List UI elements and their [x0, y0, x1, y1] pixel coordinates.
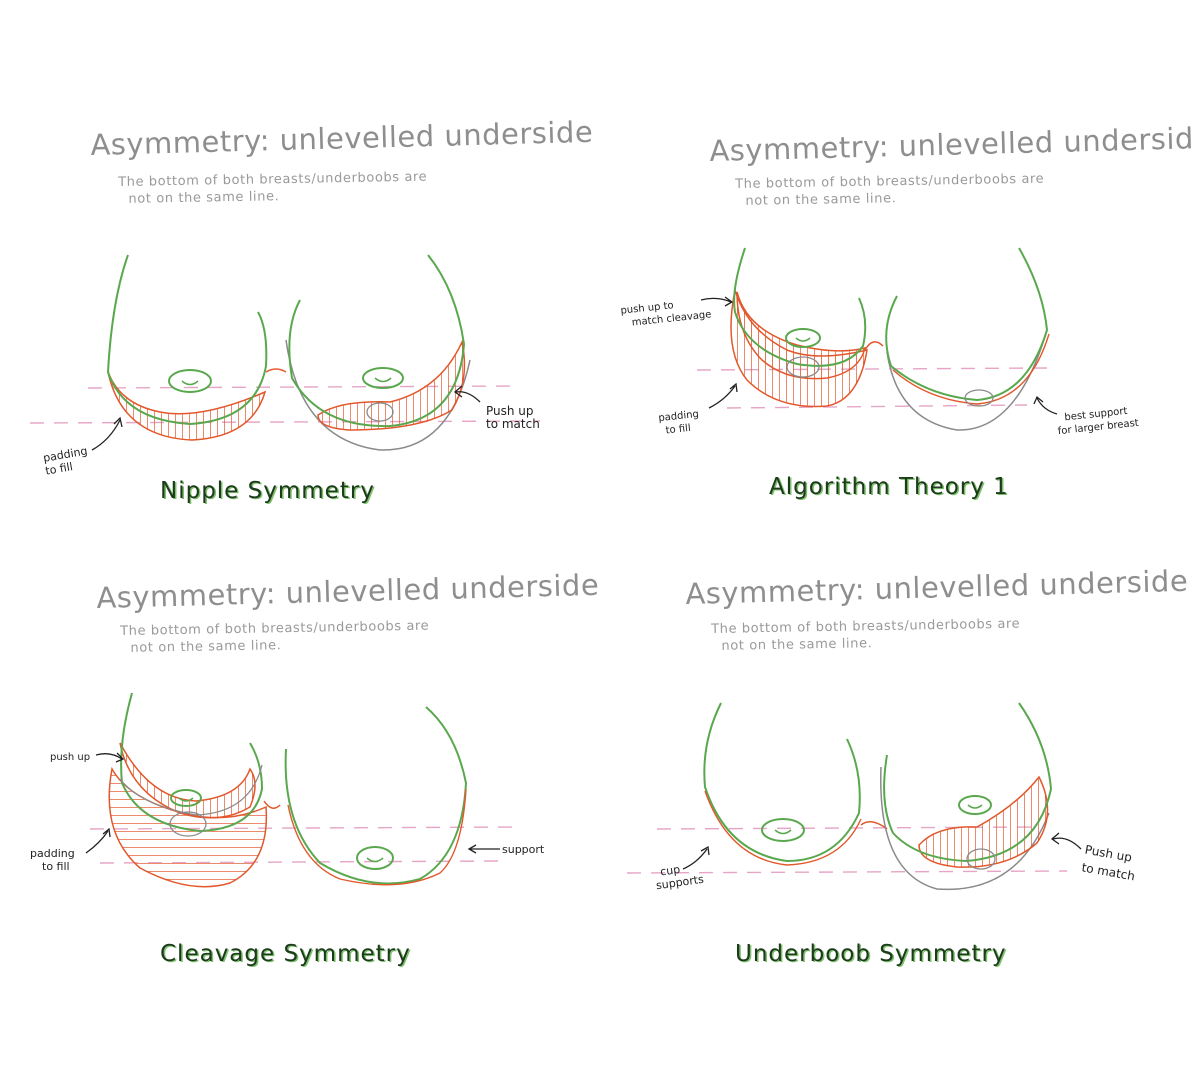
- left-breast-outline: [733, 247, 867, 367]
- nipple-left-inner: [774, 829, 792, 835]
- note-line-1: Push up: [486, 404, 534, 418]
- note-push-up-to-match: Push up to match: [486, 405, 540, 431]
- note-line-2: to match: [486, 417, 540, 431]
- left-breast-outline: [703, 702, 861, 863]
- nipple-right: [958, 795, 992, 815]
- panel-cleavage-symmetry: Asymmetry: unlevelled underside The bott…: [0, 543, 600, 1086]
- nipple-left: [761, 818, 805, 842]
- guide-line-lower: [626, 870, 1068, 874]
- panel-caption: Underboob Symmetry: [735, 941, 1007, 967]
- panel-caption: Algorithm Theory 1: [769, 474, 1009, 500]
- arrow-push-up: [453, 385, 481, 403]
- guide-line-lower: [99, 860, 501, 864]
- panel-algorithm-theory-1: Asymmetry: unlevelled underside The bott…: [597, 0, 1195, 543]
- note-line-1: push up: [50, 752, 91, 763]
- right-breast-outline: [284, 706, 468, 885]
- right-breast-support-line: [892, 333, 1050, 405]
- push-up-region: [119, 742, 256, 819]
- arrow-push-up: [1050, 832, 1082, 850]
- panel-underboob-symmetry: Asymmetry: unlevelled underside The bott…: [597, 543, 1194, 1086]
- right-breast-outline: [288, 254, 466, 428]
- cleavage-line: [265, 368, 287, 373]
- push-up-region: [317, 339, 466, 431]
- right-breast-grey-outline: [880, 766, 1050, 891]
- right-breast-support-line: [287, 788, 467, 886]
- note-line-1: support: [502, 843, 545, 856]
- arrow-push-up: [95, 752, 125, 763]
- note-line-2: to fill: [42, 860, 70, 873]
- arrow-support: [467, 844, 500, 854]
- cleavage-line: [864, 341, 884, 351]
- nipple-left: [168, 369, 212, 393]
- arrow-cup-supports: [682, 845, 710, 870]
- panel-caption: Cleavage Symmetry: [160, 941, 411, 967]
- nipple-right-inner: [366, 857, 384, 863]
- left-breast-outline: [106, 254, 268, 426]
- padding-fill-region: [107, 371, 267, 441]
- note-padding-to-fill: padding to fill: [30, 847, 75, 873]
- diagram-nipple-symmetry: [29, 254, 541, 451]
- diagram-cleavage-symmetry: [85, 692, 521, 888]
- nipple-right-inner: [374, 377, 392, 383]
- arrow-padding: [708, 382, 738, 409]
- nipple-right-original: [966, 848, 996, 870]
- arrow-best-support: [1033, 395, 1058, 415]
- right-breast-grey-outline: [886, 329, 1048, 431]
- note-line-1: padding: [30, 847, 75, 860]
- panel-caption: Nipple Symmetry: [160, 478, 375, 504]
- note-padding-to-fill: padding to fill: [658, 408, 701, 438]
- left-breast-grey-outline: [119, 764, 263, 816]
- nipple-left-inner: [795, 337, 811, 342]
- nipple-left: [785, 328, 821, 348]
- arrow-padding: [85, 827, 111, 854]
- note-support: support: [502, 843, 544, 856]
- push-up-region: [736, 291, 867, 380]
- diagram-underboob-symmetry: [626, 702, 1082, 891]
- push-up-region: [918, 775, 1049, 868]
- nipple-left: [170, 789, 202, 807]
- left-breast-support-line: [704, 790, 862, 866]
- arrow-push-up: [700, 296, 734, 307]
- nipple-right-original: [366, 402, 394, 422]
- nipple-left-original: [786, 356, 820, 378]
- nipple-left-original: [169, 811, 207, 837]
- arrow-padding: [91, 416, 123, 451]
- nipple-right: [362, 367, 404, 389]
- note-push-up: push up: [50, 751, 90, 764]
- cleavage-line: [263, 800, 281, 809]
- right-breast-outline: [885, 247, 1049, 402]
- panel-nipple-symmetry: Asymmetry: unlevelled underside The bott…: [0, 0, 597, 543]
- diagram-algorithm-theory-1: [696, 247, 1058, 431]
- nipple-right-inner: [967, 804, 983, 809]
- nipple-left-inner: [178, 797, 194, 802]
- nipple-left-inner: [181, 380, 199, 386]
- right-breast-outline: [883, 702, 1053, 863]
- nipple-right: [964, 389, 994, 407]
- cleavage-line: [860, 821, 888, 830]
- guide-line-lower: [29, 420, 541, 424]
- nipple-right: [356, 846, 394, 870]
